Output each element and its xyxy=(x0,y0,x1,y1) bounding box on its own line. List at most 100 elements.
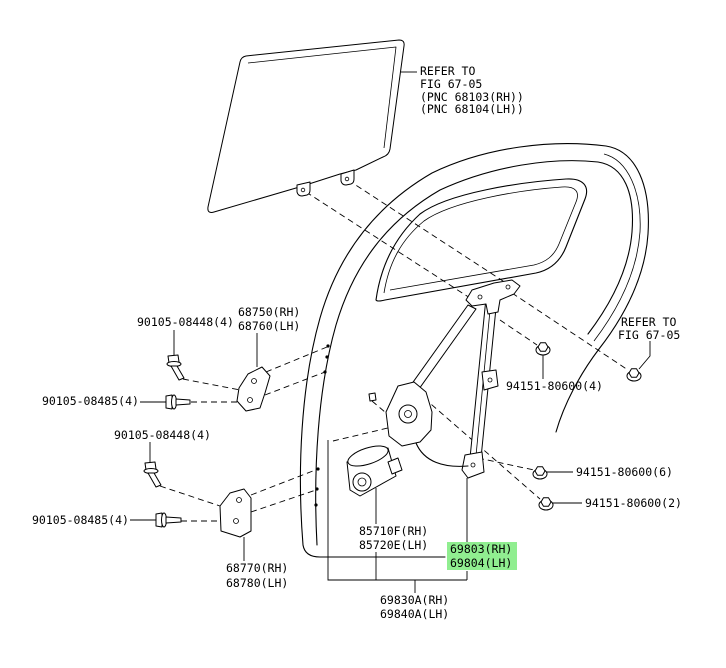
mid-bracket-hole xyxy=(487,377,493,383)
upper-bracket xyxy=(236,366,271,412)
nut-qty6-label[interactable]: 94151-80600(6) xyxy=(576,465,673,479)
nut-hex xyxy=(534,466,546,476)
glass-outline xyxy=(207,39,405,213)
dash-rail-to-nut-6 xyxy=(477,457,535,471)
dash-upper-bracket-to-door xyxy=(265,346,328,373)
bolt-head xyxy=(165,394,173,410)
assembly-dashed-lines xyxy=(159,179,629,522)
bolt-shank xyxy=(165,516,182,524)
bolt-head xyxy=(155,512,163,528)
dash-lower-bracket-to-door xyxy=(250,468,319,496)
leader-door-ref xyxy=(638,341,651,370)
door-inner-contour xyxy=(315,160,634,546)
bolt-shank xyxy=(147,472,162,488)
regulator-mid-bracket xyxy=(481,369,499,391)
upper-bracket-hole xyxy=(251,378,257,384)
nut-door-ref xyxy=(626,368,642,382)
glass-ref-label-line1[interactable]: REFER TO xyxy=(420,64,475,78)
regulator-cable xyxy=(415,442,469,467)
carrier-hole xyxy=(477,294,483,300)
bolt-upper-a xyxy=(166,354,185,381)
window-regulator xyxy=(368,279,521,479)
bolt-lower-a xyxy=(143,461,162,488)
door-ref-label-line2[interactable]: FIG 67-05 xyxy=(618,328,680,342)
door-bottom-edge xyxy=(302,544,446,558)
motor-label-lh[interactable]: 85720E(LH) xyxy=(359,538,428,552)
motor-connector xyxy=(387,457,403,475)
lower-bolt-a-label[interactable]: 90105-08448(4) xyxy=(114,428,211,442)
regulator-arm xyxy=(405,304,477,397)
door-bolt-hole xyxy=(325,355,329,359)
bolt-shank xyxy=(170,365,185,381)
dash-glass-clip-to-carrier xyxy=(347,179,507,284)
upper-bracket-label-lh[interactable]: 68760(LH) xyxy=(238,319,300,333)
leader-lines xyxy=(130,71,651,593)
regulator-assy-label-rh[interactable]: 69830A(RH) xyxy=(380,593,449,607)
dash-motor-to-drum xyxy=(332,427,389,442)
regulator-assy-label-lh[interactable]: 69840A(LH) xyxy=(380,607,449,621)
glass-ref-label-line3[interactable]: (PNC 68103(RH)) xyxy=(420,90,524,104)
lower-bracket-hole xyxy=(233,518,239,524)
glass-ref-label-line4[interactable]: (PNC 68104(LH)) xyxy=(420,102,524,116)
upper-bracket-label-rh[interactable]: 68750(RH) xyxy=(238,305,300,319)
upper-bolt-a-label[interactable]: 90105-08448(4) xyxy=(137,315,234,329)
lower-bracket-label-rh[interactable]: 68770(RH) xyxy=(226,561,288,575)
regulator-label-lh[interactable]: 69804(LH) xyxy=(450,556,512,570)
door-bolt-hole xyxy=(314,503,318,507)
dash-upper-bracket-to-door xyxy=(264,371,326,396)
door-outer-contour xyxy=(299,143,649,546)
nut-qty4 xyxy=(535,342,551,356)
carrier-hole xyxy=(505,284,511,290)
glass-clip xyxy=(296,181,311,197)
door-bolt-hole xyxy=(326,344,330,348)
dash-lower-bracket-to-door xyxy=(250,489,317,513)
dash-glass-clip-to-carrier xyxy=(305,191,471,299)
lower-bracket-body xyxy=(219,488,252,538)
lower-bracket-hole xyxy=(236,497,242,503)
door-rear-frame-line xyxy=(593,153,641,342)
leader-assy-bracket xyxy=(327,440,467,581)
callout-labels: REFER TO FIG 67-05 (PNC 68103(RH)) (PNC … xyxy=(32,64,682,621)
upper-bracket-body xyxy=(236,366,271,412)
regulator-drum xyxy=(398,404,418,424)
glass-ref-label-line2[interactable]: FIG 67-05 xyxy=(420,77,482,91)
nut-qty4-label[interactable]: 94151-80600(4) xyxy=(506,379,603,393)
motor-output-shaft xyxy=(357,477,367,487)
door-panel xyxy=(299,143,649,558)
nut-qty2-label[interactable]: 94151-80600(2) xyxy=(585,496,682,510)
glass-clip-hole xyxy=(300,187,306,193)
dash-drum-to-nut-2 xyxy=(423,397,541,500)
dash-carrier-to-ref-nut xyxy=(511,292,629,371)
door-bolt-hole xyxy=(315,487,319,491)
glass-clip-hole xyxy=(344,176,350,182)
window-opening-inner-line xyxy=(383,186,578,294)
motor-label-rh[interactable]: 85710F(RH) xyxy=(359,524,428,538)
lower-bracket-label-lh[interactable]: 68780(LH) xyxy=(226,576,288,590)
lower-bolt-b-label[interactable]: 90105-08485(4) xyxy=(32,513,129,527)
dash-rail-to-nut-4 xyxy=(499,319,538,346)
regulator-label-rh[interactable]: 69803(RH) xyxy=(450,542,512,556)
upper-bracket-hole xyxy=(247,397,253,403)
regulator-label-highlight xyxy=(447,556,517,570)
lower-bracket xyxy=(219,488,252,538)
regulator-lower-bracket xyxy=(461,451,485,479)
glass-edge-line xyxy=(247,46,397,149)
nut-qty2 xyxy=(538,497,554,511)
upper-bolt-b-label[interactable]: 90105-08485(4) xyxy=(42,394,139,408)
door-glass xyxy=(207,39,405,213)
lower-bracket-hole xyxy=(470,462,476,468)
nut-qty6 xyxy=(532,466,548,480)
nut-hex xyxy=(537,342,549,352)
regulator-stud xyxy=(368,392,377,402)
regulator-drum-hub xyxy=(404,410,412,418)
dash-upper-bolt-a-to-bracket xyxy=(182,378,241,391)
bolt-shank xyxy=(175,398,191,406)
motor-gear-housing xyxy=(352,472,372,492)
door-ref-label-line1[interactable]: REFER TO xyxy=(621,315,676,329)
regulator-label-highlight xyxy=(447,542,517,556)
nut-hex xyxy=(540,497,552,507)
regulator-motor xyxy=(346,445,403,497)
window-opening xyxy=(375,178,588,302)
nut-hex xyxy=(628,368,640,378)
